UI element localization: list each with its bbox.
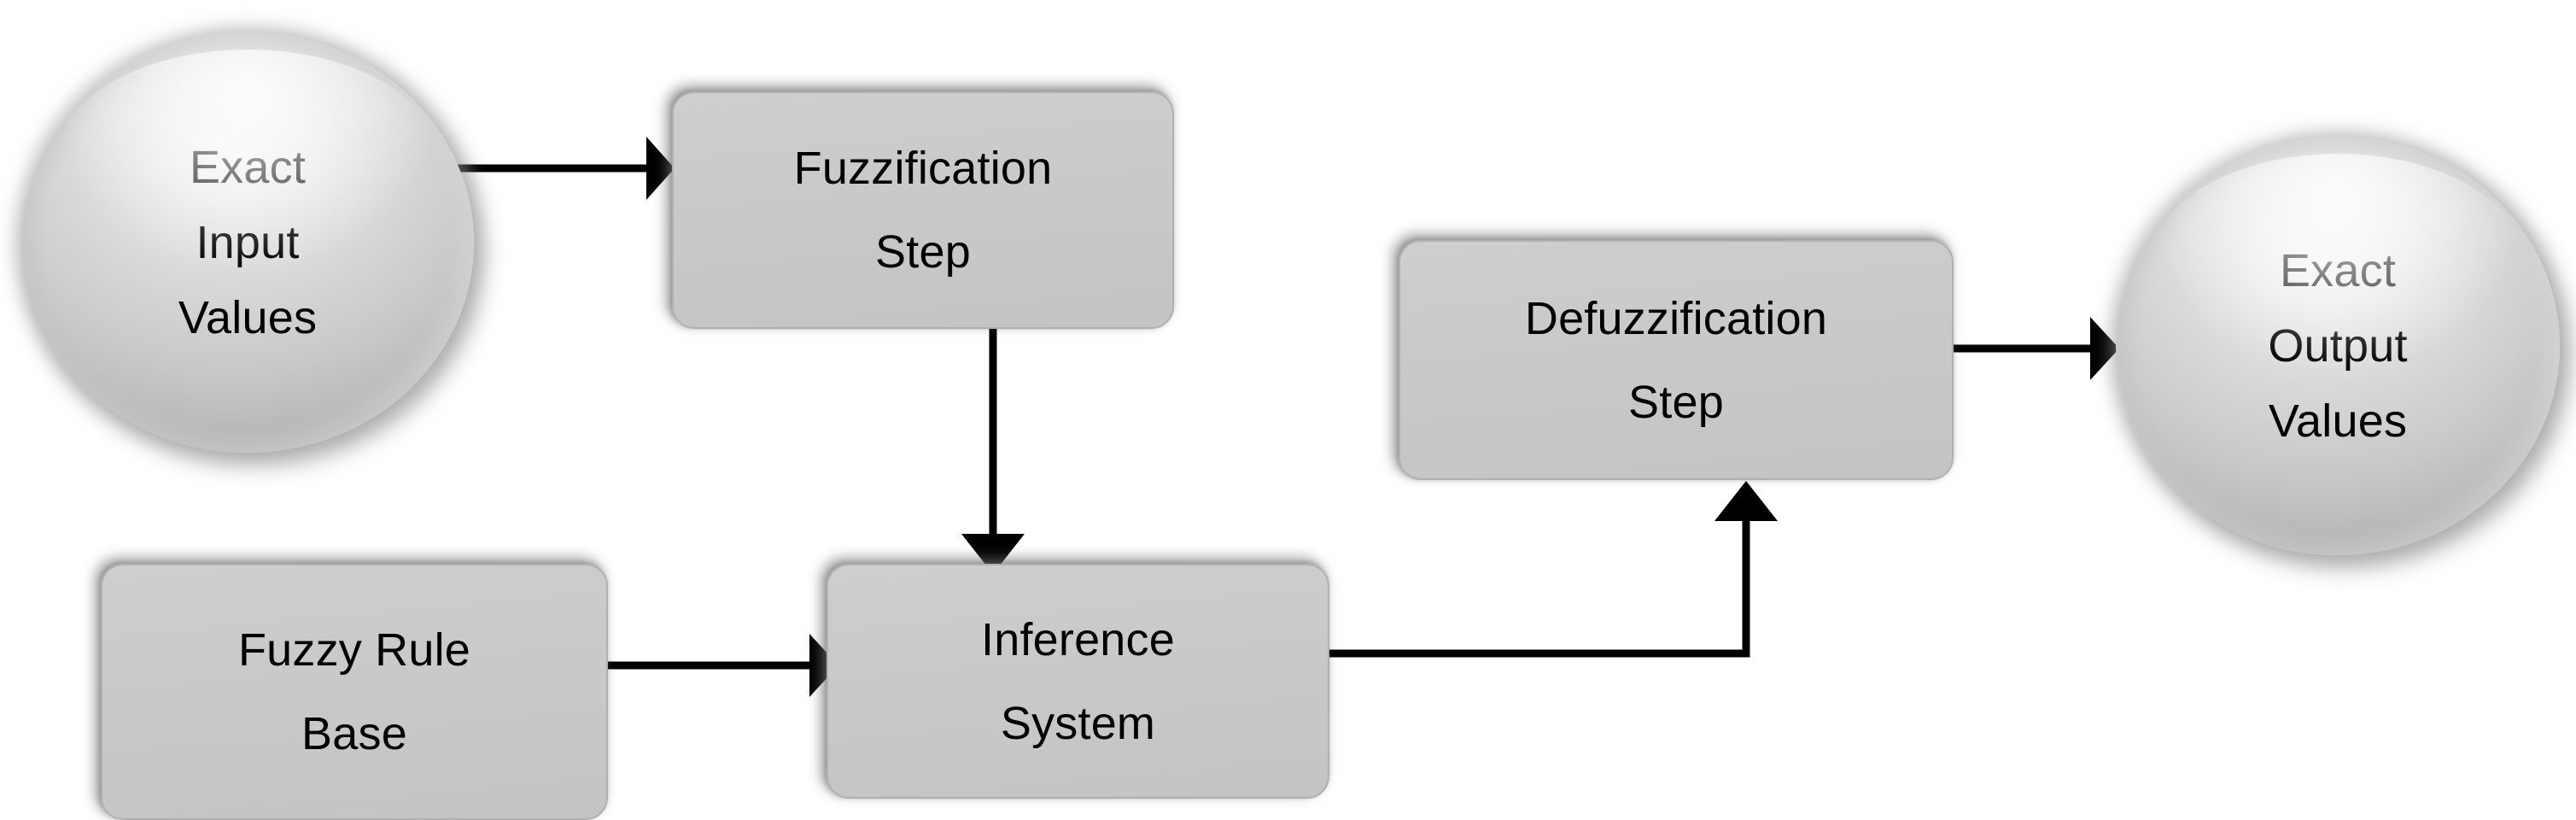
- node-label-line: Step: [875, 226, 971, 278]
- arrowhead-icon: [646, 137, 675, 200]
- node-label-line: Inference: [981, 613, 1175, 665]
- node-label-line: Base: [301, 708, 407, 759]
- edge-inference-to-defuzzification: [1329, 481, 1778, 658]
- node-label-line: Fuzzification: [793, 143, 1053, 194]
- arrowhead-icon: [1714, 481, 1778, 521]
- node-defuzzification-step[interactable]: Defuzzification Step: [1399, 240, 1954, 480]
- node-label-line: Step: [1628, 376, 1724, 428]
- edge-input-to-fuzzification: [454, 137, 675, 200]
- node-exact-input-values[interactable]: Exact Input Values: [21, 32, 474, 453]
- edge-rulebase-to-inference: [608, 634, 838, 697]
- node-exact-output-values[interactable]: Exact Output Values: [2116, 137, 2560, 555]
- arrowhead-icon: [809, 634, 838, 697]
- node-label-line: Output: [2268, 320, 2408, 372]
- arrowhead-icon: [961, 534, 1025, 574]
- node-label-line: Defuzzification: [1524, 292, 1828, 344]
- node-label-line: Input: [196, 217, 300, 268]
- node-label-line: Values: [2268, 395, 2408, 447]
- node-fuzzy-rule-base[interactable]: Fuzzy Rule Base: [101, 564, 608, 820]
- node-label-line: Fuzzy Rule: [237, 624, 471, 676]
- edge-fuzzification-to-inference: [961, 326, 1025, 574]
- node-fuzzification-step[interactable]: Fuzzification Step: [672, 91, 1174, 329]
- node-label-line: Values: [178, 292, 318, 343]
- node-label-line: Exact: [2279, 245, 2397, 296]
- edge-line: [1329, 521, 1750, 658]
- arrowhead-icon: [2090, 317, 2119, 380]
- node-label-line: System: [1000, 697, 1156, 749]
- node-label-line: Exact: [189, 142, 307, 193]
- node-inference-system[interactable]: Inference System: [827, 564, 1329, 799]
- edge-defuzzification-to-output: [1954, 317, 2119, 380]
